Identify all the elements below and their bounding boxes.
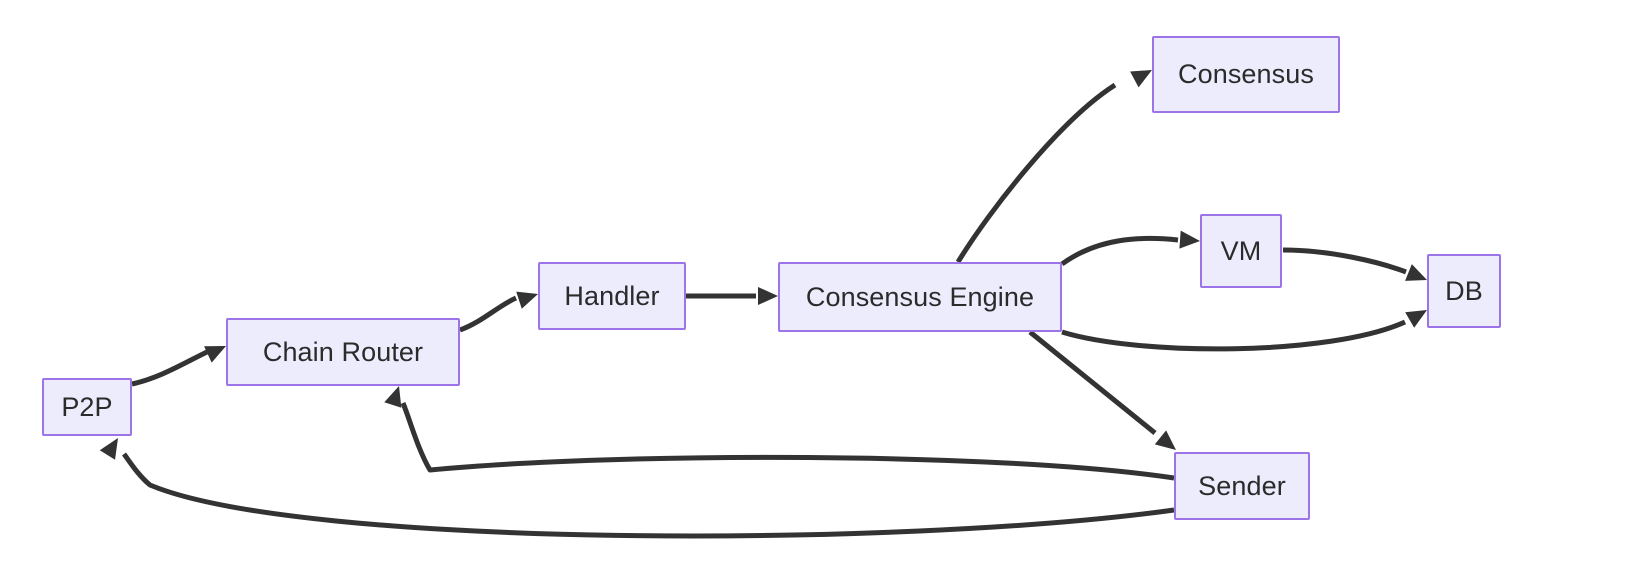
edge-engine-to-vm xyxy=(1060,230,1200,267)
node-label-engine: Consensus Engine xyxy=(805,281,1035,312)
node-label-sender: Sender xyxy=(1198,470,1286,501)
edge-engine-to-db xyxy=(1061,310,1427,352)
arrow-head xyxy=(516,291,538,309)
edge-handler-to-engine xyxy=(686,287,778,305)
node-handler[interactable]: Handler xyxy=(538,262,686,330)
edge-line xyxy=(1061,319,1407,352)
edge-line xyxy=(1028,330,1157,435)
edge-line xyxy=(131,349,209,387)
arrow-head xyxy=(1154,430,1176,450)
edge-sender-to-router xyxy=(384,386,1175,481)
arrow-head xyxy=(1130,70,1152,88)
node-consensus[interactable]: Consensus xyxy=(1152,36,1340,113)
edge-line xyxy=(400,402,1175,481)
node-sender[interactable]: Sender xyxy=(1174,452,1310,520)
arrow-head xyxy=(1405,310,1427,328)
edge-vm-to-db xyxy=(1282,247,1427,281)
node-label-consensus: Consensus xyxy=(1178,59,1314,89)
edge-engine-to-consensus xyxy=(955,70,1152,264)
edge-line xyxy=(1282,247,1407,275)
arrow-head xyxy=(758,287,778,305)
arrow-head xyxy=(384,386,402,408)
arrow-head xyxy=(99,438,118,460)
arrow-head xyxy=(204,346,226,363)
edge-router-to-handler xyxy=(459,291,538,333)
arrow-head xyxy=(1179,230,1200,249)
edge-p2p-to-router xyxy=(131,346,226,387)
node-label-handler: Handler xyxy=(564,280,660,311)
node-p2p[interactable]: P2P xyxy=(42,378,132,436)
node-router[interactable]: Chain Router xyxy=(226,318,460,386)
edge-line xyxy=(121,452,1175,539)
edge-line xyxy=(955,82,1117,264)
edge-engine-to-sender xyxy=(1028,330,1176,450)
node-label-router: Chain Router xyxy=(262,336,424,367)
node-vm[interactable]: VM xyxy=(1200,214,1282,288)
arrow-head xyxy=(1405,264,1427,281)
node-db[interactable]: DB xyxy=(1427,254,1501,328)
edge-line xyxy=(1060,235,1179,267)
edge-sender-to-p2p xyxy=(99,438,1175,539)
node-label-p2p: P2P xyxy=(61,391,113,422)
node-label-vm: VM xyxy=(1220,235,1262,266)
node-label-db: DB xyxy=(1445,275,1483,306)
edge-line xyxy=(459,295,518,333)
node-engine[interactable]: Consensus Engine xyxy=(778,262,1062,332)
